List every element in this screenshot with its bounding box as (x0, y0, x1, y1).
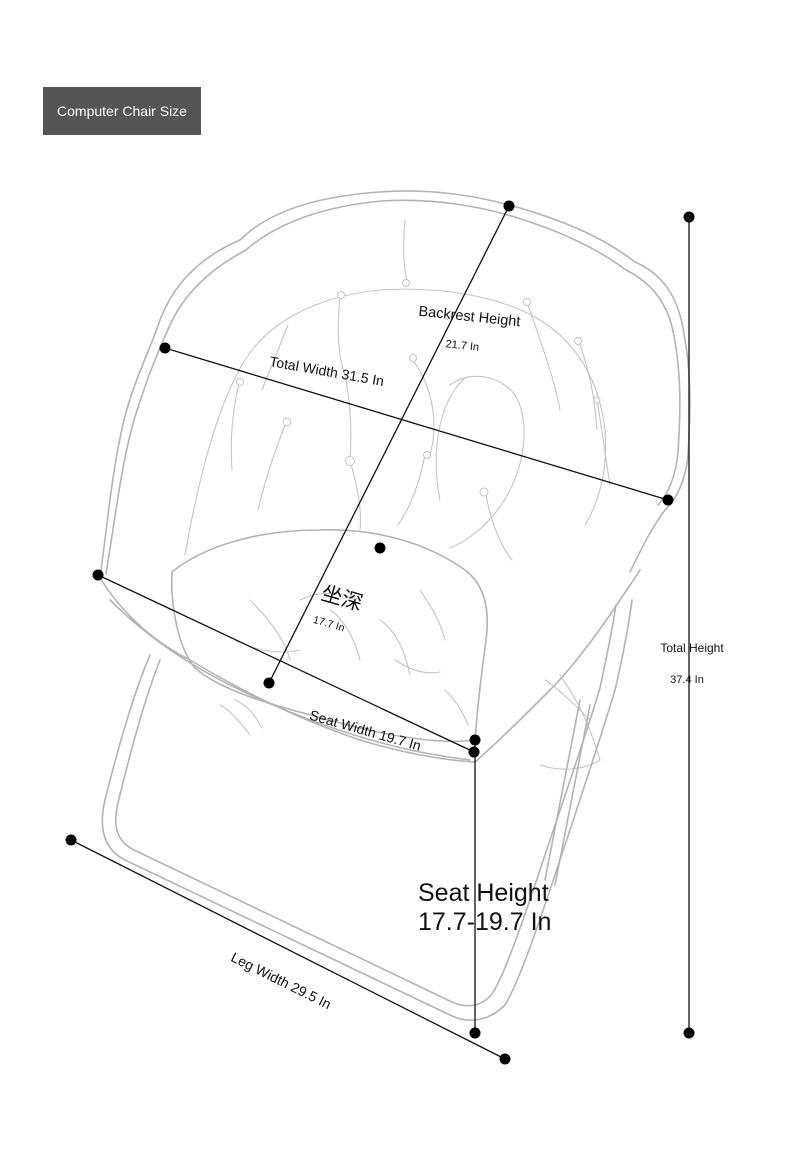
endpoint-dot (65, 834, 77, 846)
inner-bowl-edge (184, 288, 607, 556)
endpoint-dot (469, 1027, 481, 1039)
tuft-button (479, 487, 489, 497)
tuft-button (402, 279, 410, 287)
seat-crease (234, 589, 469, 726)
total-width-line (164, 347, 669, 501)
frame-leg-left-inner (114, 604, 617, 1007)
endpoint-dot (503, 200, 515, 212)
tuft-button (423, 451, 431, 459)
dimension-endpoints (65, 200, 695, 1065)
chart-title-badge: Computer Chair Size (43, 87, 201, 135)
endpoint-dot (469, 734, 481, 746)
seat-depth-label: 坐深 (318, 582, 365, 616)
endpoint-dot (263, 677, 275, 689)
strap (219, 674, 601, 770)
chair-illustration (99, 190, 691, 1021)
tuft-button (593, 396, 601, 404)
front-rim (99, 577, 476, 763)
total-width-label: Total Width 31.5 In (268, 353, 385, 389)
frame-back-leg (544, 699, 591, 886)
endpoint-dot (683, 1027, 695, 1039)
tuft-button (236, 378, 244, 386)
backrest-height-value: 21.7 In (445, 338, 480, 353)
seat-height-value: 17.7-19.7 In (418, 908, 551, 936)
frame-leg-left (101, 599, 633, 1021)
tuft-crease (230, 219, 611, 561)
backrest-height-label: Backrest Height (418, 304, 521, 331)
seat-depth-value: 17.7 In (312, 614, 346, 634)
right-rim (474, 569, 641, 763)
tuft-button (574, 337, 582, 345)
endpoint-dot (468, 746, 480, 758)
arm-roll (435, 375, 525, 549)
endpoint-dot (92, 569, 104, 581)
leg-width-line (70, 839, 506, 1060)
backrest-height-line (268, 205, 510, 684)
dimension-lines (70, 205, 690, 1060)
leg-width-label: Leg Width 29.5 In (229, 949, 334, 1012)
tuft-button (523, 298, 531, 306)
tuft-button (337, 291, 345, 299)
seat-height-label: Seat Height (418, 879, 549, 907)
backrest-outline (99, 190, 691, 579)
tuft-button (345, 456, 355, 466)
dimension-labels: Backrest Height 21.7 In Total Width 31.5… (229, 304, 725, 1012)
endpoint-dot (159, 342, 171, 354)
seat-width-label: Seat Width 19.7 In (308, 707, 423, 754)
seat-width-line (97, 574, 475, 753)
tuft-button (282, 417, 292, 427)
seat-cushion-outline (170, 529, 489, 743)
backrest-outline-inner (105, 199, 681, 575)
endpoint-dot (374, 542, 386, 554)
total-height-value: 37.4 In (670, 674, 704, 686)
endpoint-dot (683, 211, 695, 223)
endpoint-dot (662, 494, 674, 506)
tuft-button (409, 354, 417, 362)
endpoint-dot (499, 1053, 511, 1065)
total-height-label: Total Height (660, 641, 724, 655)
